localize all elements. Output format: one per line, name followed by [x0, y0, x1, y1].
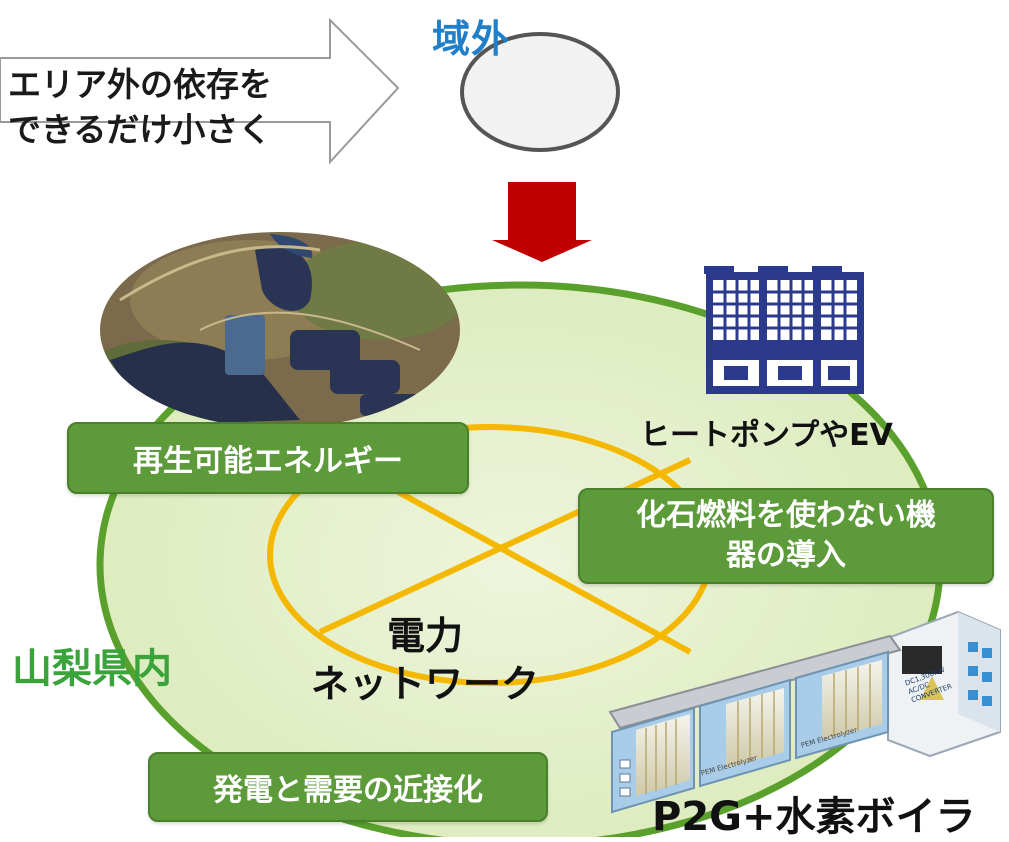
- arrow-text-line1: エリア外の依存を: [8, 65, 272, 104]
- right-arrow-icon: [0, 17, 400, 165]
- down-arrow-icon: [492, 182, 592, 262]
- renewable-energy-box: 再生可能エネルギー: [67, 422, 469, 494]
- network-line2: ネットワーク: [310, 662, 539, 706]
- no-fossil-line1: 化石燃料を使わない機: [636, 498, 936, 533]
- network-line1: 電力: [386, 614, 463, 658]
- heatpump-label: ヒートポンプやEV: [640, 418, 893, 453]
- no-fossil-line2: 器の導入: [726, 538, 846, 573]
- p2g-label: P2G+水素ボイラ: [652, 794, 976, 840]
- proximity-label: 発電と需要の近接化: [213, 773, 483, 808]
- region-label: 山梨県内: [12, 646, 172, 692]
- electrolyzer-icon: [608, 610, 1001, 814]
- arrow-text: エリア外の依存を できるだけ小さく: [8, 62, 272, 152]
- no-fossil-box: 化石燃料を使わない機 器の導入: [578, 488, 994, 584]
- arrow-text-line2: できるだけ小さく: [8, 110, 272, 149]
- network-label: 電力 ネットワーク: [300, 612, 550, 708]
- heat-pump-icon: [704, 266, 864, 394]
- renewable-energy-label: 再生可能エネルギー: [133, 444, 403, 479]
- outside-circle: [460, 32, 620, 152]
- outside-label: 域外: [432, 17, 511, 61]
- proximity-box: 発電と需要の近接化: [148, 752, 548, 822]
